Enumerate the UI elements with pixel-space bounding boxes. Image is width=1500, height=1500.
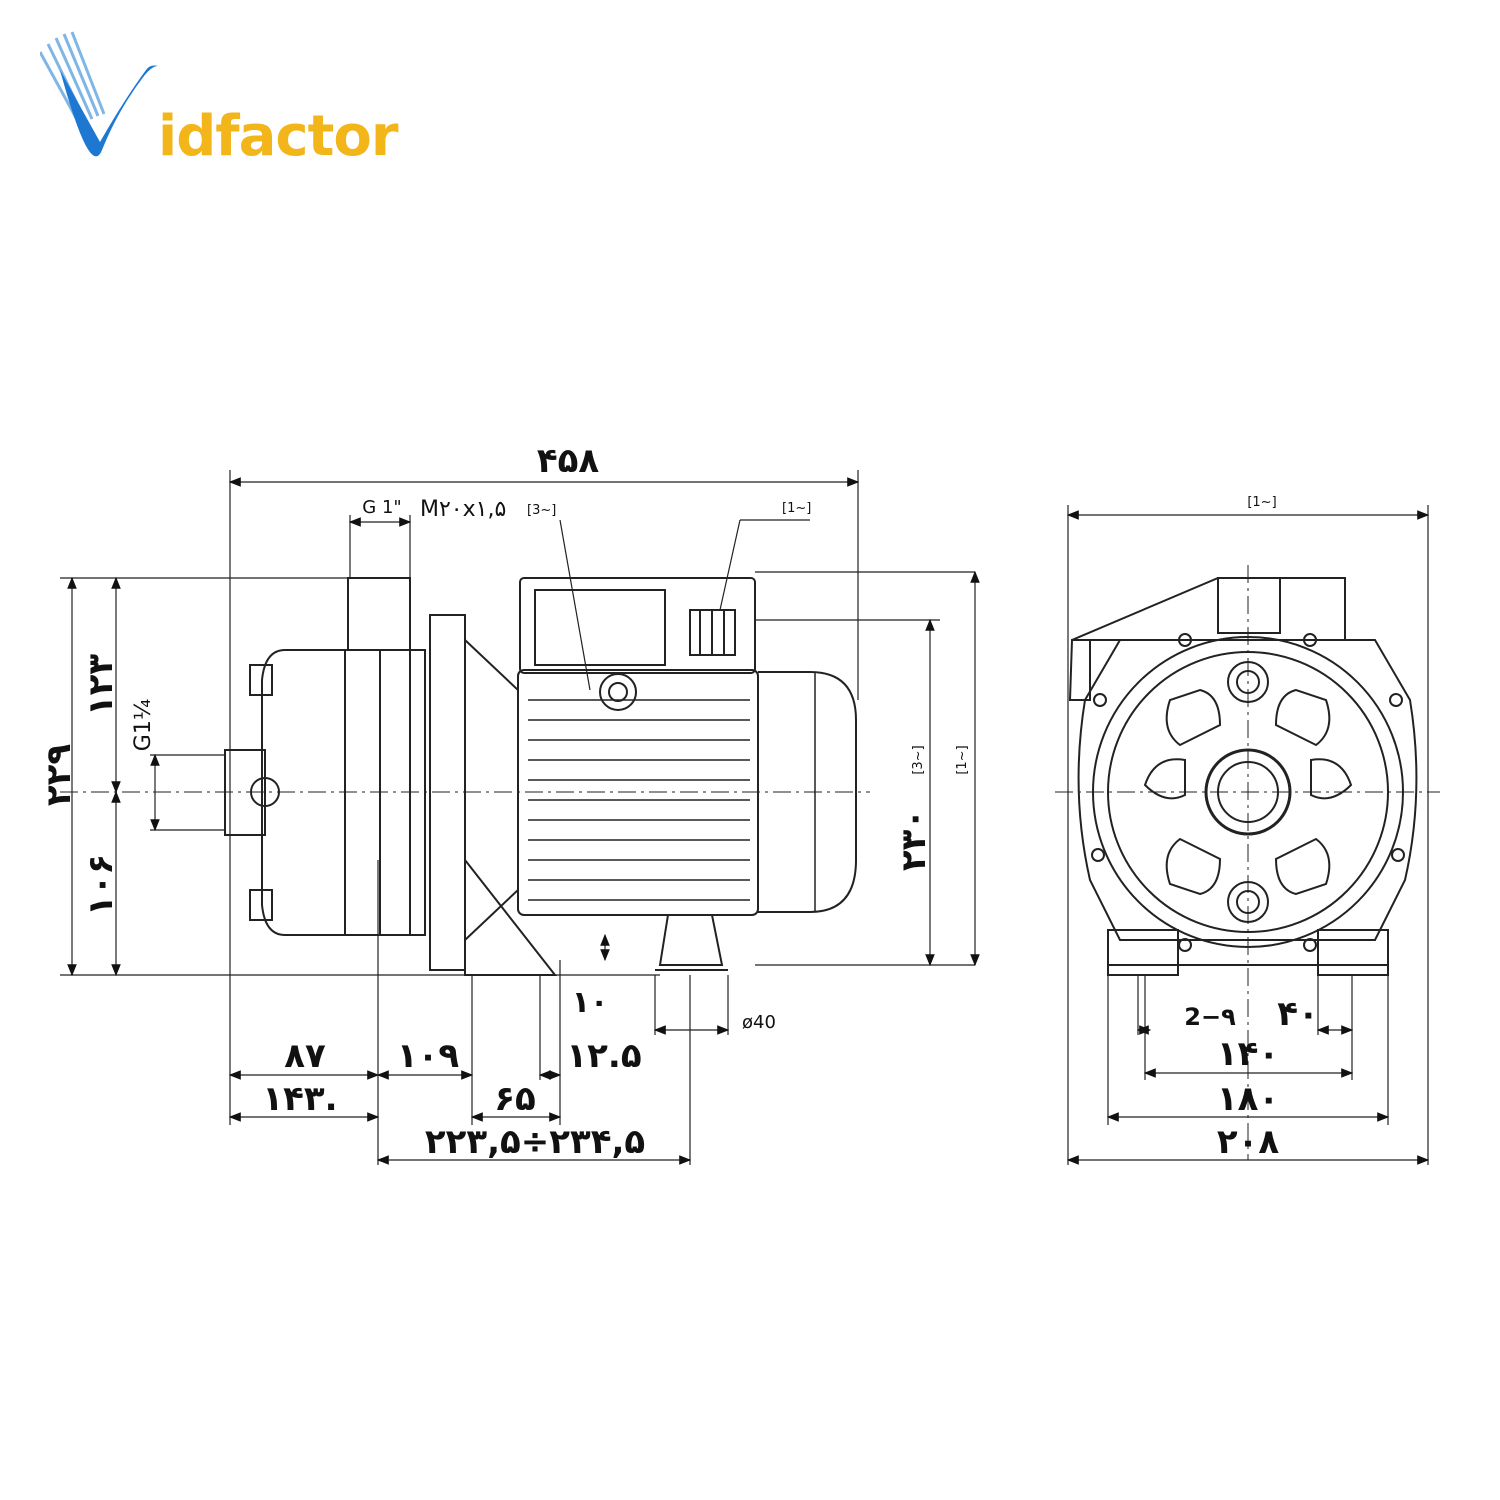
dim-height-right-tag2: [1~] xyxy=(955,745,970,774)
dim-holes: 2−۹ xyxy=(1184,1003,1236,1031)
cable-gland-label: M۲۰x۱,۵ xyxy=(420,497,506,522)
terminal-box xyxy=(519,577,756,674)
dim-109: ۱۰۹ xyxy=(397,1036,460,1076)
dim-223-234: ۲۲۳,۵÷۲۳۴,۵ xyxy=(425,1122,645,1162)
vidfactor-logo: idfactor xyxy=(38,30,398,170)
fan-cover xyxy=(758,671,857,913)
housing-outer xyxy=(1092,636,1404,948)
dim-height-lower: ۱۰۶ xyxy=(81,854,121,916)
outlet-nozzle xyxy=(347,577,411,651)
front-view xyxy=(1055,505,1440,1165)
dim-height-right-tag: [3~] xyxy=(911,745,926,774)
side-view xyxy=(60,470,980,1165)
front-top-tag: [1~] xyxy=(1247,495,1276,510)
dim-height-upper: ۱۲۳ xyxy=(81,654,121,717)
dim-foot-height: ۱۰ xyxy=(572,985,609,1020)
foot xyxy=(658,914,724,966)
dim-180: ۱۸۰ xyxy=(1217,1079,1279,1119)
gland-nut xyxy=(599,673,637,711)
dim-height-left: ۲۲۹ xyxy=(39,744,79,807)
motor-cooling-fins xyxy=(528,699,750,901)
front-flange xyxy=(1077,639,1418,941)
dim-143: ۱۴۳. xyxy=(262,1079,337,1119)
dim-65: ۶۵ xyxy=(494,1079,536,1119)
dim-140: ۱۴۰ xyxy=(1217,1034,1279,1074)
tag-three-phase: [3~] xyxy=(527,503,556,518)
pump-housing xyxy=(261,649,426,936)
front-terminal-box xyxy=(1071,577,1346,641)
front-foot-right xyxy=(1317,929,1389,976)
tag-single-phase: [1~] xyxy=(782,501,811,516)
dim-87: ۸۷ xyxy=(284,1036,326,1076)
bracket xyxy=(464,639,519,941)
dim-overall-length: ۴۵۸ xyxy=(537,441,600,481)
front-foot-left xyxy=(1107,929,1179,976)
inlet-thread-label: G1¼ xyxy=(131,699,156,751)
logo-wordmark: idfactor xyxy=(158,104,398,169)
mounting-flange xyxy=(429,614,466,971)
inlet-nozzle xyxy=(224,749,266,836)
outlet-thread-label: G 1" xyxy=(362,497,401,518)
dim-height-right: ۲۳۰ xyxy=(894,809,934,871)
dim-40: ۴۰ xyxy=(1277,994,1319,1034)
inlet-bore xyxy=(1204,748,1292,836)
dim-12-5: ۱۲.۵ xyxy=(566,1036,641,1076)
logo-v-mark-icon xyxy=(38,31,158,157)
dim-208: ۲۰۸ xyxy=(1217,1122,1280,1162)
dim-foot-diameter: ø40 xyxy=(742,1012,776,1033)
